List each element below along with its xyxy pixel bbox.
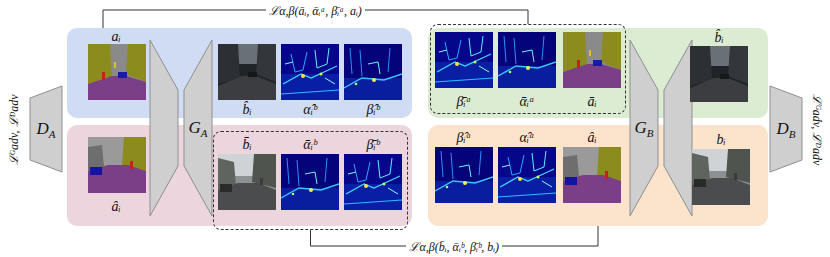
- block-outline: [150, 40, 178, 216]
- image-label: b̄ᵢ: [242, 137, 251, 152]
- block-outline: [664, 40, 692, 216]
- label-holder: b̄ᵢ: [242, 135, 251, 153]
- symbol-holder: GA: [188, 118, 207, 138]
- loss-label: ℒα,β(āᵢ, ᾱᵢᵃ, β̄ᵢᵃ, aᵢ): [266, 4, 365, 18]
- output-group: β̄ᵢᵃ ᾱᵢᵃ āᵢ: [430, 24, 626, 114]
- block-subscript: B: [789, 128, 796, 140]
- discriminator-shape: DB: [770, 86, 802, 172]
- adversarial-loss-label: ℒᴳadv, ℒᴰadv: [809, 94, 823, 165]
- label-holder: b̂ᵢ: [714, 28, 723, 46]
- generator-b-panel: b̂ᵢ β̄ᵢᵃ ᾱᵢᵃ āᵢ: [428, 28, 768, 118]
- label-holder: bᵢ: [716, 130, 725, 148]
- symbol-holder: GB: [634, 118, 653, 138]
- generator-shape: GA: [150, 40, 212, 216]
- discriminator-shape: DA: [30, 86, 62, 172]
- label-holder: ᾱᵢᵃ: [519, 92, 534, 110]
- image-label: bᵢ: [716, 132, 725, 147]
- adversarial-loss-label: ℒᴳadv, ℒᴰadv: [7, 94, 21, 165]
- image-label: b̂ᵢ: [242, 102, 251, 117]
- block-subscript: A: [49, 128, 56, 140]
- block-symbol: G: [634, 118, 646, 137]
- label-holder: âᵢ: [587, 128, 596, 146]
- image-label: α̂ᵢᵃ: [519, 130, 534, 145]
- image-label: ᾱᵢᵃ: [519, 94, 534, 109]
- block-outline: [770, 86, 802, 172]
- label-holder: α̂ᵢᵃ: [519, 128, 534, 146]
- block-outline: [30, 86, 62, 172]
- block-symbol: D: [776, 119, 788, 138]
- image-label: b̂ᵢ: [714, 30, 723, 45]
- edge-label-holder: ℒα,β(b̄ᵢ, ᾱᵢᵇ, β̄ᵢᵇ, bᵢ): [406, 237, 502, 255]
- label-holder: β̄ᵢᵃ: [457, 92, 472, 110]
- loss-label: ℒα,β(b̄ᵢ, ᾱᵢᵇ, β̄ᵢᵇ, bᵢ): [406, 240, 502, 254]
- image-label: β̂ᵢᵃ: [457, 130, 472, 145]
- generator-b-panel: β̂ᵢᵃ α̂ᵢᵃ âᵢ bᵢ: [428, 125, 768, 226]
- label-holder: β̄ᵢᵇ: [367, 135, 380, 153]
- edge-label-holder: ℒα,β(āᵢ, ᾱᵢᵃ, β̄ᵢᵃ, aᵢ): [266, 1, 365, 19]
- image-label: aᵢ: [111, 29, 120, 44]
- image-label: âᵢ: [587, 130, 596, 145]
- block-symbol: D: [36, 119, 48, 138]
- image-label: β̄ᵢᵃ: [457, 94, 472, 109]
- symbol-holder: DA: [36, 119, 55, 139]
- block-outline: [184, 40, 212, 216]
- image-label: âᵢ: [111, 199, 120, 214]
- image-label: ᾱᵢᵇ: [303, 137, 316, 152]
- block-subscript: B: [647, 127, 654, 139]
- label-holder: β̂ᵢᵇ: [367, 100, 380, 118]
- block-outline: [630, 40, 658, 216]
- label-holder: ᾱᵢᵇ: [303, 135, 316, 153]
- block-subscript: A: [201, 127, 208, 139]
- label-holder: α̂ᵢᵇ: [303, 100, 316, 118]
- label-holder: β̂ᵢᵃ: [457, 128, 472, 146]
- generator-a-panel: âᵢ b̄ᵢ ᾱᵢᵇ β̄ᵢᵇ: [67, 125, 412, 226]
- image-label: β̄ᵢᵇ: [367, 137, 380, 152]
- image-label: āᵢ: [587, 94, 596, 109]
- label-holder: âᵢ: [111, 197, 120, 215]
- output-group: b̄ᵢ ᾱᵢᵇ β̄ᵢᵇ: [213, 131, 408, 230]
- label-holder: aᵢ: [111, 27, 120, 45]
- image-label: β̂ᵢᵇ: [367, 102, 380, 117]
- image-label: α̂ᵢᵇ: [303, 102, 316, 117]
- generator-a-panel: aᵢ b̂ᵢ α̂ᵢᵇ β̂ᵢᵇ: [67, 28, 412, 118]
- label-holder: b̂ᵢ: [242, 100, 251, 118]
- generator-shape: GB: [630, 40, 692, 216]
- symbol-holder: DB: [776, 119, 795, 139]
- block-symbol: G: [188, 118, 200, 137]
- label-holder: āᵢ: [587, 92, 596, 110]
